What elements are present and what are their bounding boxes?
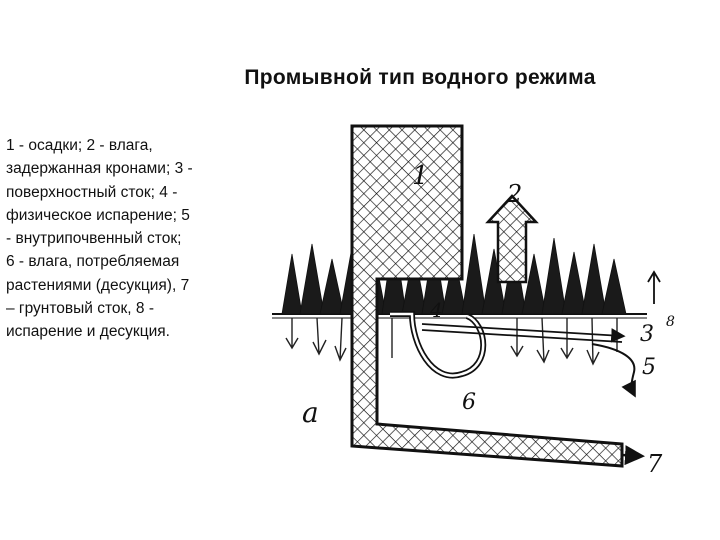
label-evapotranspiration: 8 xyxy=(666,314,675,330)
legend-paragraph-2: 6 - влага, потребляемая растениями (десу… xyxy=(6,250,196,343)
groundwater-runoff-arrow xyxy=(622,455,640,456)
evapotranspiration-arrow xyxy=(648,272,660,304)
water-regime-diagram: 1 2 3 4 5 6 7 8 а xyxy=(262,104,692,504)
plant-uptake-flow xyxy=(390,314,483,376)
label-precipitation: 1 xyxy=(412,161,429,191)
label-canopy-interception: 2 xyxy=(506,180,522,208)
label-surface-runoff: 3 xyxy=(640,322,654,347)
panel-label: а xyxy=(302,396,319,429)
label-subsurface-runoff: 5 xyxy=(642,355,656,380)
slide-title: Промывной тип водного режима xyxy=(120,66,720,90)
label-groundwater-runoff: 7 xyxy=(647,450,663,478)
subsurface-runoff xyxy=(592,344,634,394)
soil-surface xyxy=(272,314,647,318)
legend-paragraph-1: 1 - осадки; 2 - влага, задержанная крона… xyxy=(6,134,196,250)
diagram-svg: 1 2 3 4 5 6 7 8 а xyxy=(262,104,692,504)
legend-text: 1 - осадки; 2 - влага, задержанная крона… xyxy=(6,134,196,344)
label-plant-uptake: 6 xyxy=(462,390,476,415)
plant-uptake-flow-inner xyxy=(390,314,483,376)
label-evaporation: 4 xyxy=(429,298,443,322)
